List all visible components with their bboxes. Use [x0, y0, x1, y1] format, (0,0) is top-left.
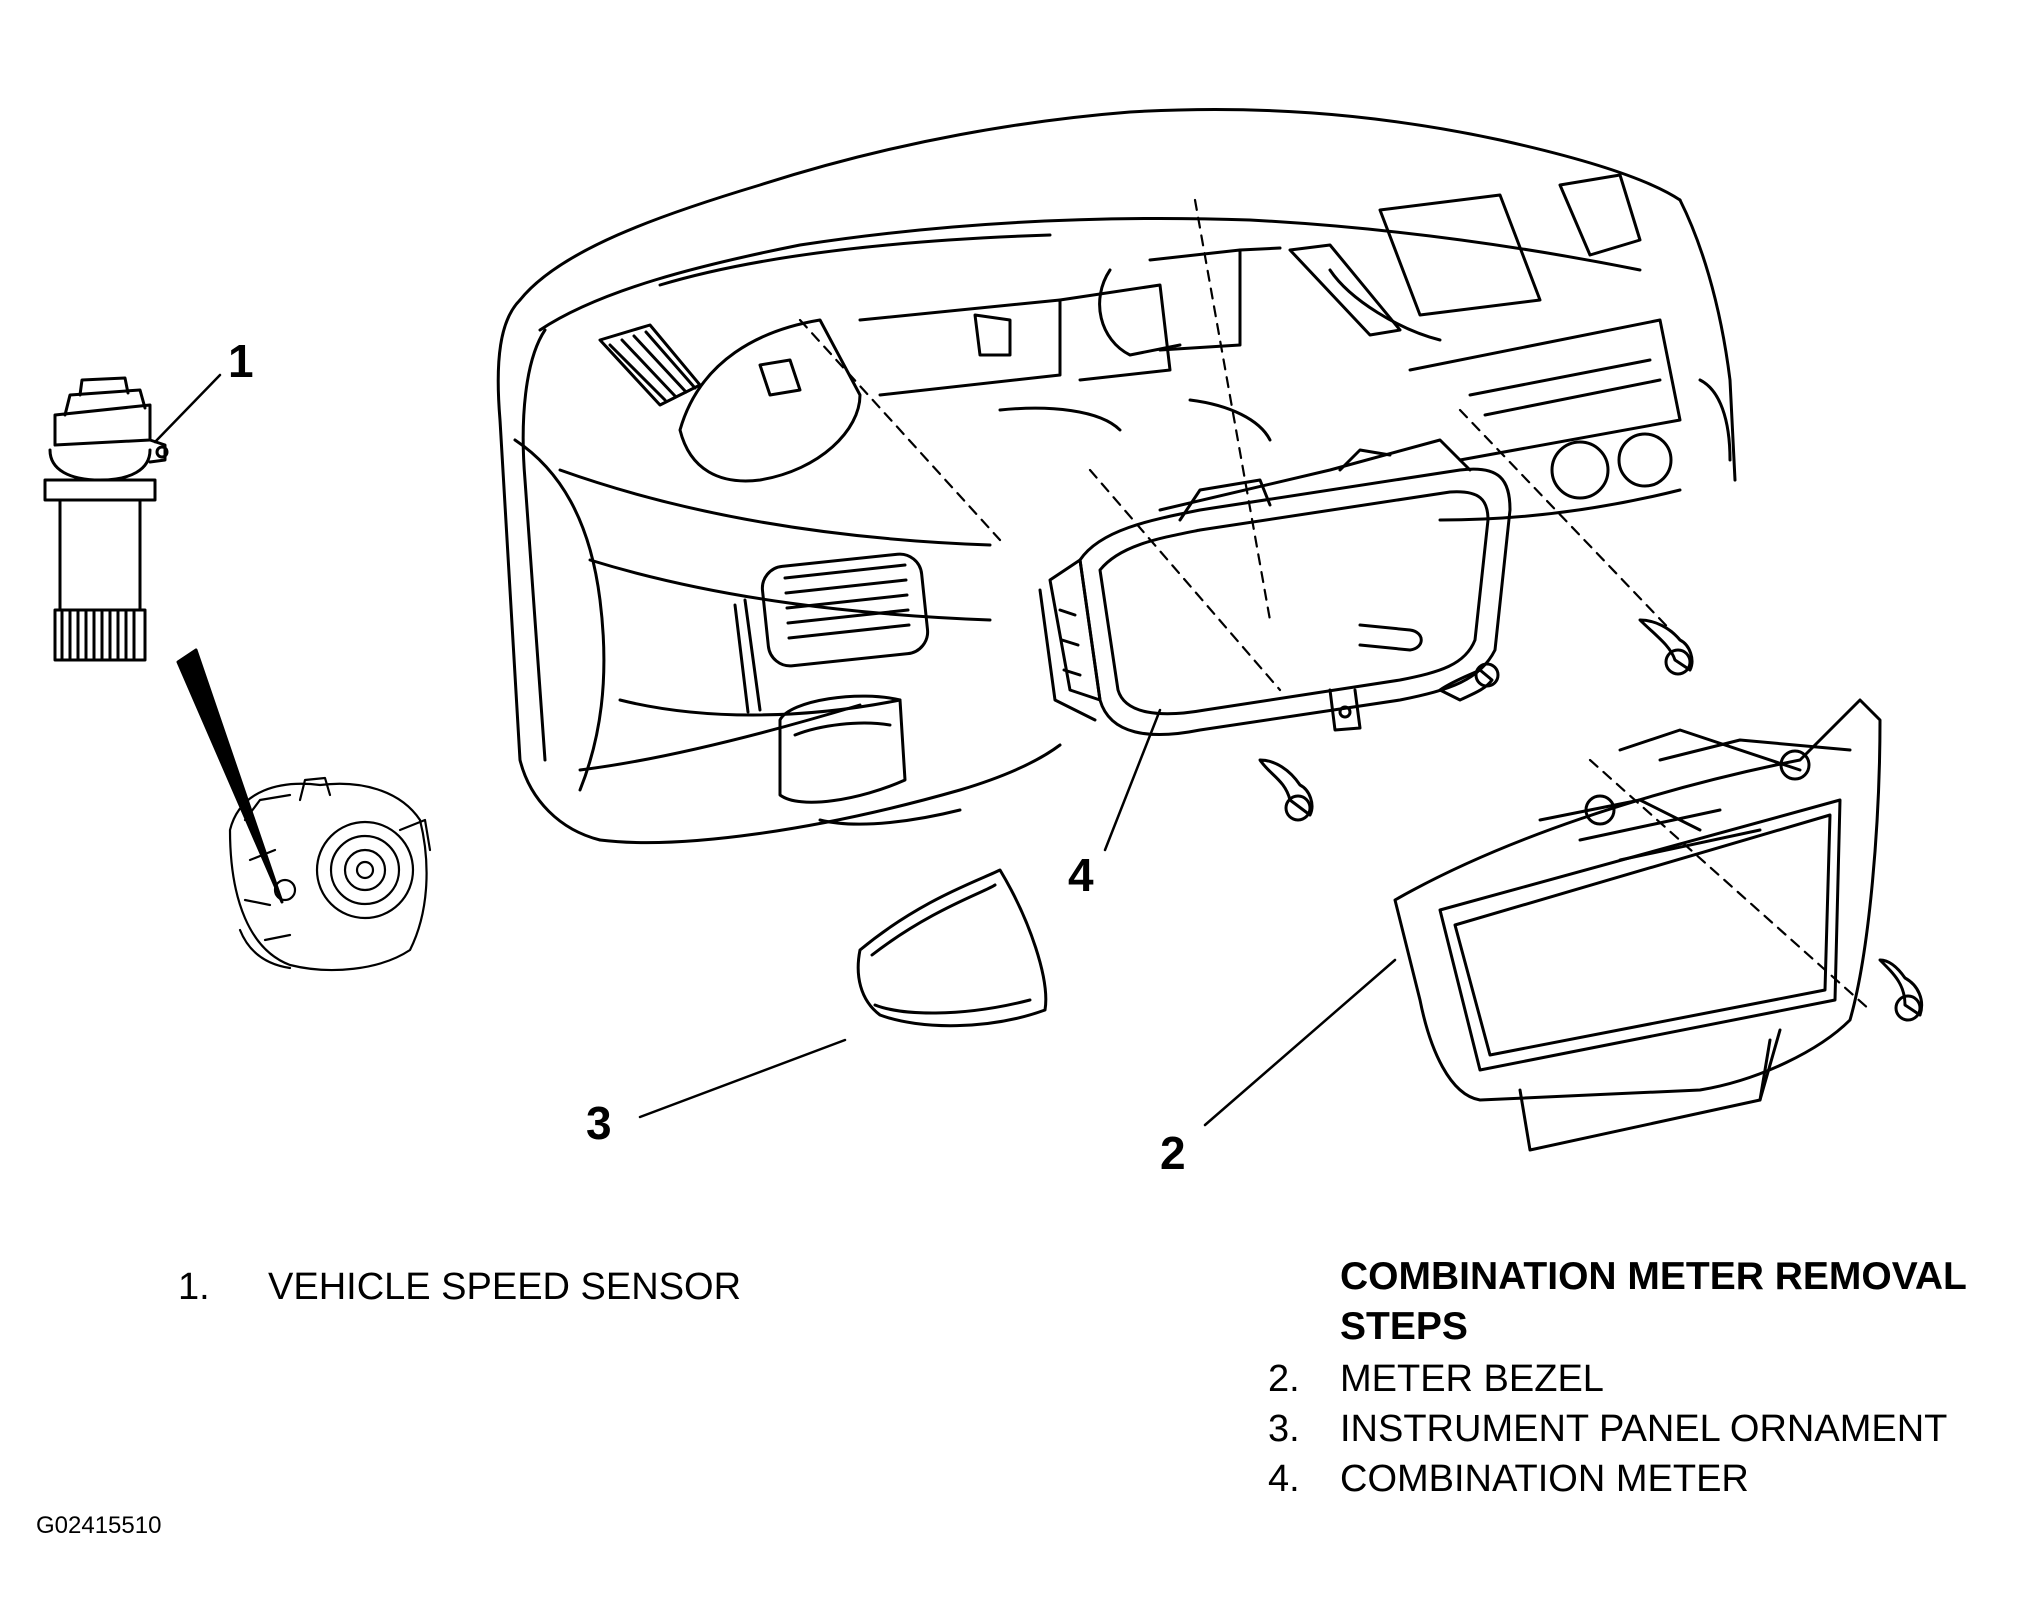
screw-b [1638, 618, 1694, 676]
figure-id: G02415510 [36, 1512, 162, 1539]
screw-d [1878, 958, 1924, 1022]
legend-item-4-label: COMBINATION METER [1340, 1458, 1749, 1500]
exploded-view-illustration [43, 107, 1924, 1152]
legend-item-4-number: 4. [1268, 1458, 1300, 1500]
callout-4: 4 [1068, 849, 1094, 901]
instrument-panel-ornament [856, 868, 1048, 1028]
callout-1: 1 [228, 335, 254, 387]
screw-c [1438, 662, 1500, 702]
meter-bezel [1393, 698, 1882, 1152]
instrument-panel [496, 107, 1737, 845]
legend-item-1-label: VEHICLE SPEED SENSOR [268, 1266, 742, 1308]
location-pointer [176, 648, 284, 904]
callout-3: 3 [586, 1097, 612, 1149]
legend-item-2-label: METER BEZEL [1340, 1358, 1604, 1400]
legend-item-2-number: 2. [1268, 1358, 1300, 1400]
screws [1258, 618, 1924, 1022]
leader-lines [153, 373, 1397, 1127]
screw-a [1258, 758, 1314, 822]
legend-item-1-number: 1. [178, 1266, 210, 1308]
legend-item-3-number: 3. [1268, 1408, 1300, 1450]
combination-meter [1038, 438, 1512, 736]
vehicle-speed-sensor [43, 376, 169, 662]
legend-title: COMBINATION METER REMOVAL STEPS [1340, 1255, 1967, 1348]
legend-item-3-label: INSTRUMENT PANEL ORNAMENT [1340, 1408, 1948, 1450]
callout-2: 2 [1160, 1127, 1186, 1179]
transmission-thumbnail [228, 776, 432, 972]
